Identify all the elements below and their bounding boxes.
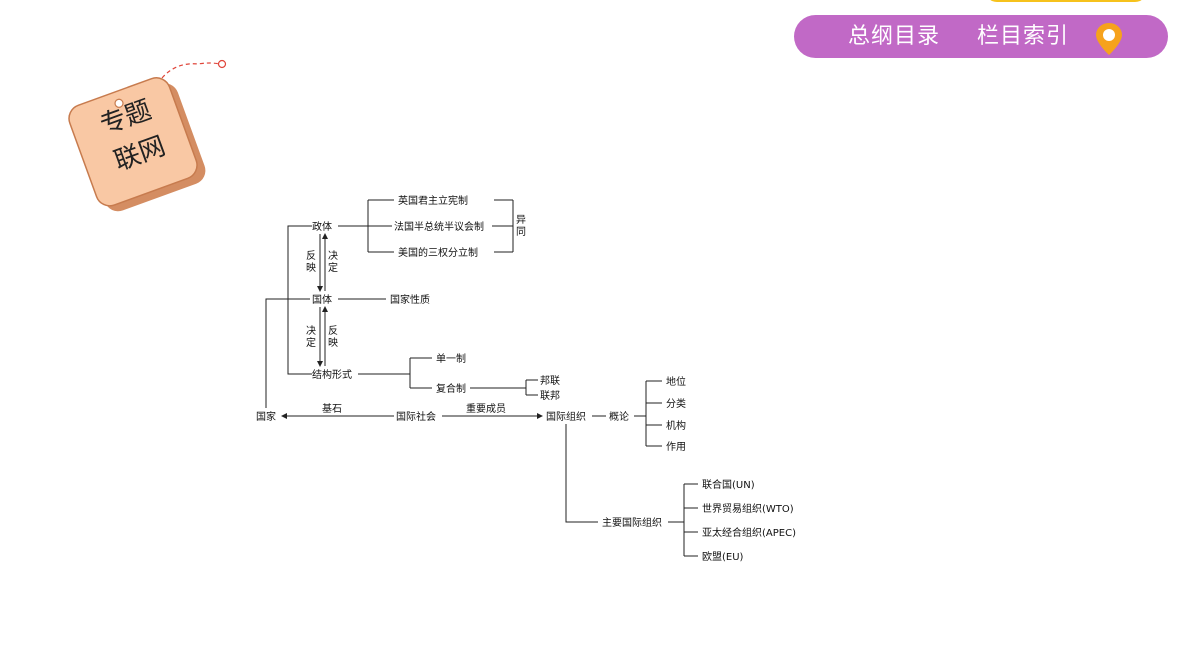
label-ding: 定 [328, 261, 338, 274]
node-uk: 英国君主立宪制 [398, 194, 468, 207]
node-yitong-1: 异 [516, 214, 526, 226]
node-guoti: 国体 [312, 294, 332, 306]
node-main-orgs: 主要国际组织 [602, 516, 662, 529]
node-state: 国家 [256, 410, 276, 423]
node-status: 地位 [666, 375, 686, 388]
label-ding-2: 定 [306, 336, 316, 349]
label-basis: 基石 [322, 402, 342, 415]
label-ying-2: 映 [328, 337, 338, 349]
label-fan-2: 反 [328, 325, 338, 337]
label-jue-2: 决 [306, 325, 316, 337]
node-concept: 概论 [609, 410, 629, 423]
node-fed: 联邦 [540, 389, 560, 402]
node-nature: 国家性质 [390, 293, 430, 306]
node-org: 国际组织 [546, 410, 586, 423]
location-pin-icon[interactable] [1094, 21, 1124, 57]
index-button[interactable]: 栏目索引 [977, 24, 1070, 49]
top-accent-tab [985, 0, 1147, 2]
node-unitary: 单一制 [436, 352, 466, 365]
node-wto: 世界贸易组织(WTO) [702, 502, 794, 515]
node-zhengti: 政体 [312, 220, 332, 233]
node-yitong-2: 同 [516, 226, 526, 238]
node-eu: 欧盟(EU) [702, 551, 744, 563]
node-un: 联合国(UN) [702, 478, 755, 491]
node-us: 美国的三权分立制 [398, 246, 478, 259]
node-role: 作用 [666, 441, 686, 453]
node-structure: 结构形式 [312, 368, 352, 381]
node-apec: 亚太经合组织(APEC) [702, 526, 796, 539]
node-category: 分类 [666, 397, 686, 410]
node-compound: 复合制 [436, 382, 466, 395]
node-fr: 法国半总统半议会制 [394, 220, 484, 233]
contents-button[interactable]: 总纲目录 [848, 24, 941, 49]
label-member: 重要成员 [466, 402, 506, 415]
label-ying: 映 [306, 262, 316, 274]
label-jue: 决 [328, 250, 338, 262]
tag-shape-icon [68, 59, 227, 212]
left-spine [287, 225, 312, 375]
topic-tag: 专题 联网 [58, 56, 238, 216]
label-fan: 反 [306, 250, 316, 262]
node-confed: 邦联 [540, 374, 560, 387]
node-society: 国际社会 [396, 410, 436, 423]
node-body: 机构 [666, 419, 686, 432]
